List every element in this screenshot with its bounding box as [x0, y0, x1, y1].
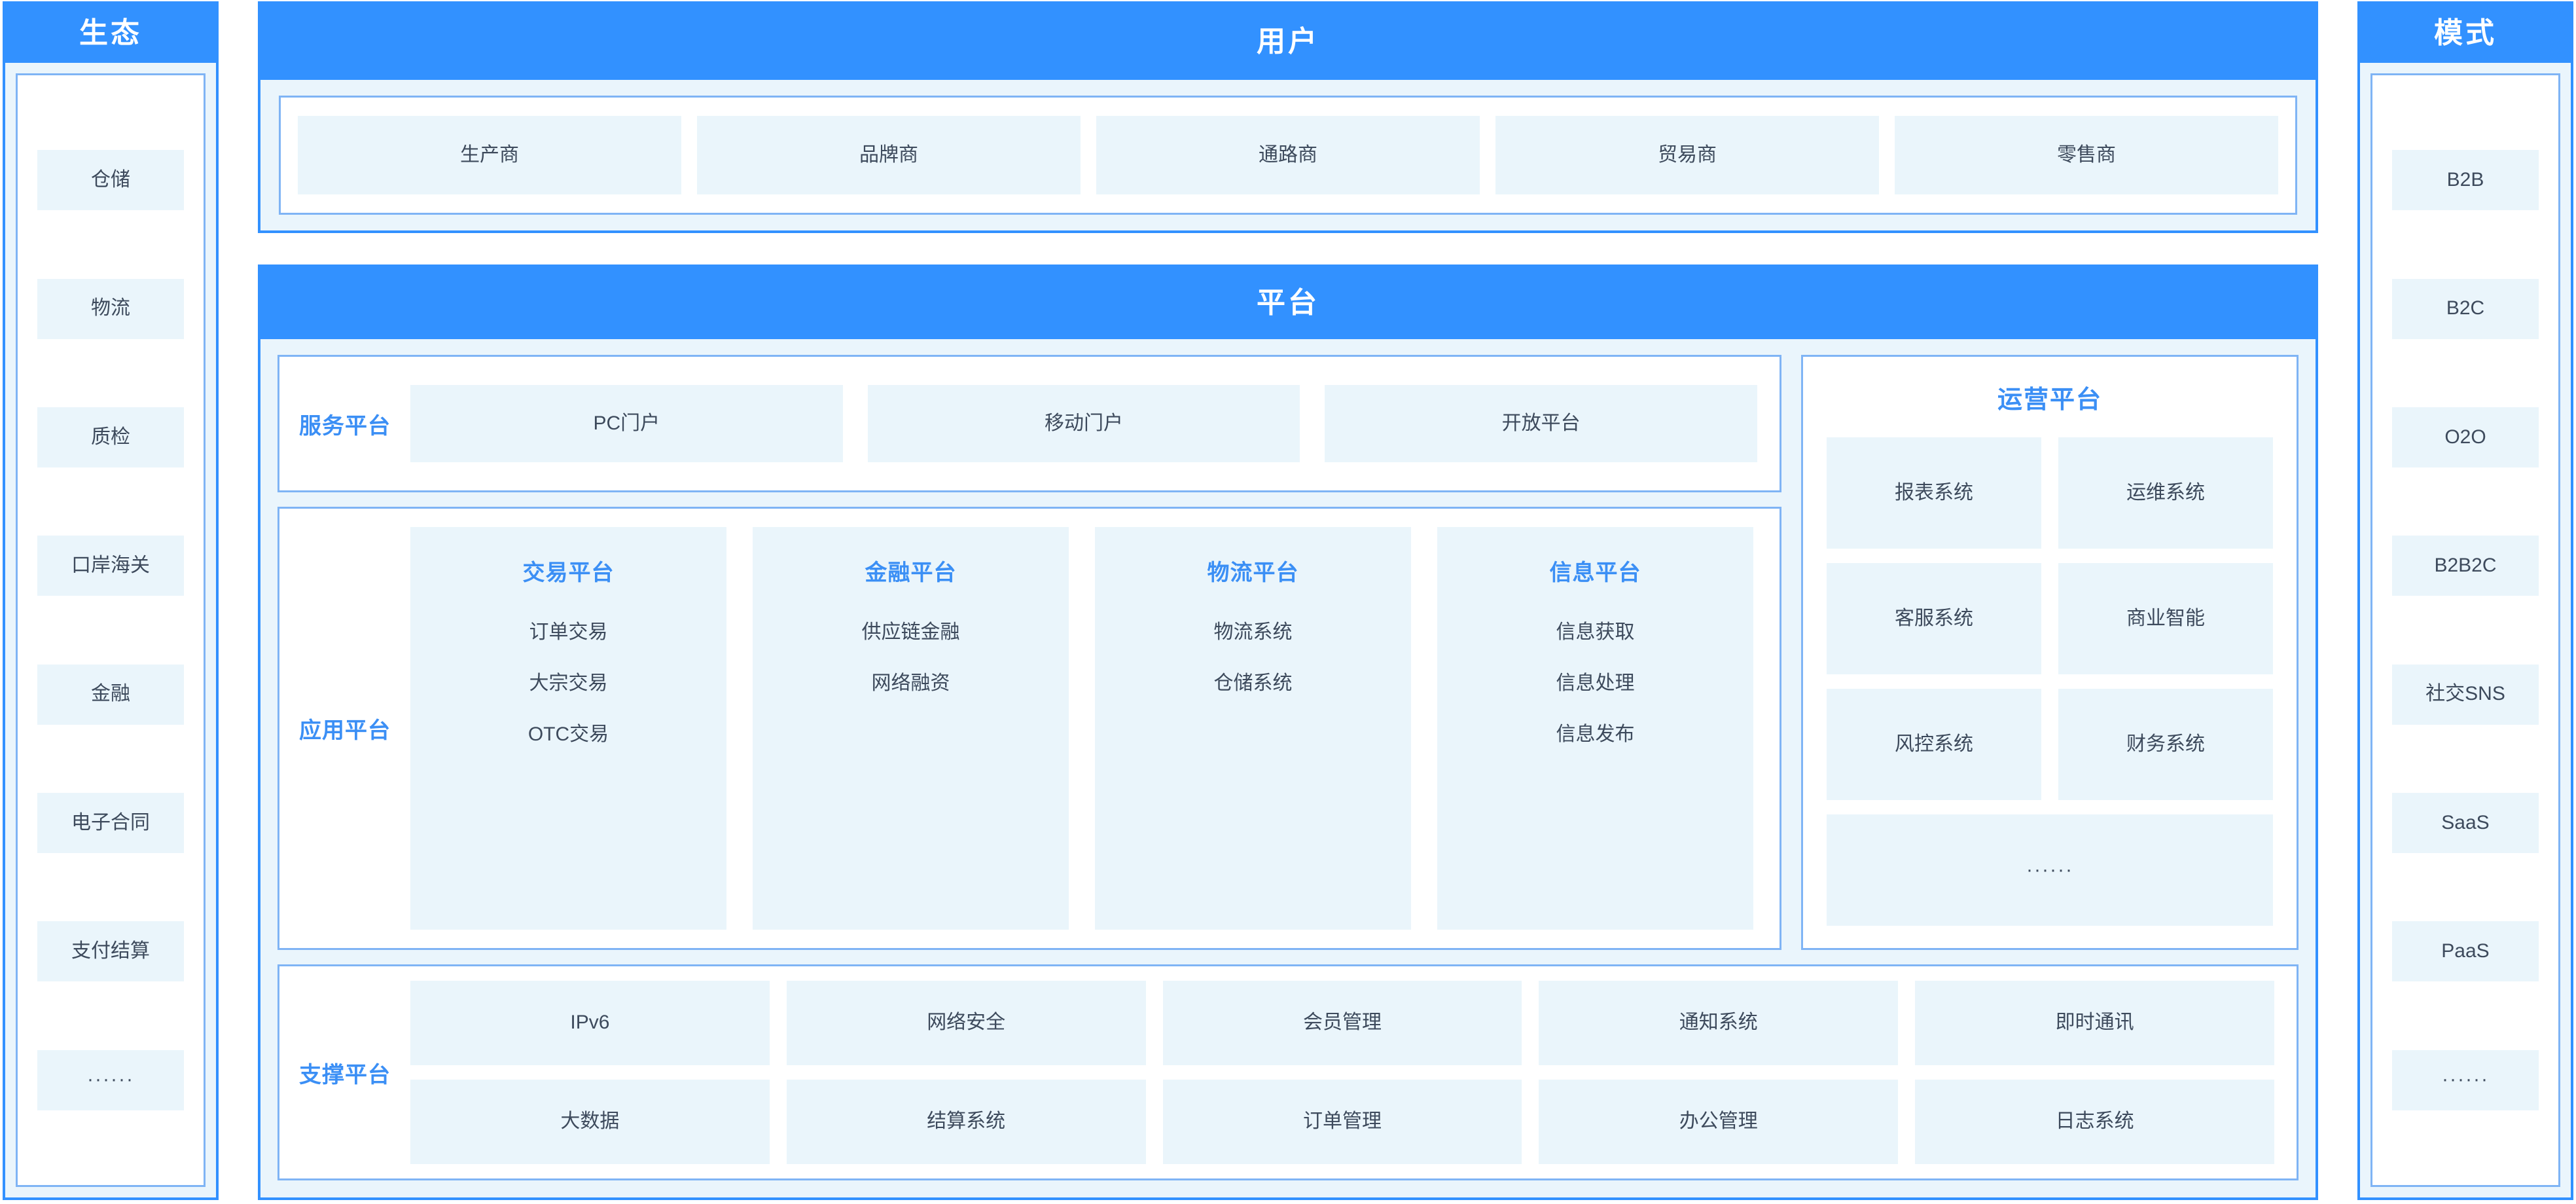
operations-platform-grid: 报表系统 运维系统 客服系统 商业智能 风控系统 财务系统 ······	[1827, 437, 2273, 926]
support-item-log-system[interactable]: 日志系统	[1915, 1080, 2274, 1164]
support-item-instant-messaging[interactable]: 即时通讯	[1915, 981, 2274, 1065]
users-item-brand-owner[interactable]: 品牌商	[697, 116, 1081, 194]
app-item-supply-chain-finance[interactable]: 供应链金融	[861, 621, 960, 643]
platform-title: 平台	[260, 267, 2316, 339]
users-item-channel-distributor[interactable]: 通路商	[1096, 116, 1480, 194]
ecosystem-title: 生态	[5, 4, 216, 63]
app-column-trading-title: 交易平台	[522, 560, 615, 585]
support-platform-rows: IPv6 网络安全 会员管理 通知系统 即时通讯 大数据 结算系统 订单管理 办…	[410, 966, 2297, 1178]
mode-item-b2b[interactable]: B2B	[2392, 150, 2539, 211]
platform-panel: 平台 服务平台 PC门户 移动门户 开放平台	[258, 265, 2318, 1200]
app-item-logistics-system[interactable]: 物流系统	[1213, 621, 1293, 643]
ecosystem-item-payment-settlement[interactable]: 支付结算	[37, 921, 184, 982]
application-platform-section: 应用平台 交易平台 订单交易 大宗交易 OTC交易 金融平台	[277, 507, 1781, 950]
application-platform-columns: 交易平台 订单交易 大宗交易 OTC交易 金融平台 供应链金融 网络融资	[410, 509, 1780, 948]
users-body: 生产商 品牌商 通路商 贸易商 零售商	[260, 80, 2316, 230]
mode-item-b2b2c[interactable]: B2B2C	[2392, 536, 2539, 596]
mode-panel: 模式 B2B B2C O2O B2B2C 社交SNS SaaS PaaS ···…	[2357, 1, 2573, 1200]
ecosystem-card: 仓储 物流 质检 口岸海关 金融 电子合同 支付结算 ······	[16, 73, 206, 1187]
support-item-ipv6[interactable]: IPv6	[410, 981, 770, 1065]
support-item-member-management[interactable]: 会员管理	[1162, 981, 1522, 1065]
operations-platform-section: 运营平台 报表系统 运维系统 客服系统 商业智能 风控系统 财务系统 ·····…	[1801, 355, 2299, 950]
ecosystem-item-econtract[interactable]: 电子合同	[37, 792, 184, 853]
ops-item-report-system[interactable]: 报表系统	[1827, 437, 2041, 549]
app-column-information: 信息平台 信息获取 信息处理 信息发布	[1437, 527, 1753, 930]
app-column-trading: 交易平台 订单交易 大宗交易 OTC交易	[410, 527, 726, 930]
support-item-notification-system[interactable]: 通知系统	[1539, 981, 1899, 1065]
app-column-finance-title: 金融平台	[865, 560, 957, 585]
mode-title: 模式	[2360, 4, 2571, 63]
mode-item-paas[interactable]: PaaS	[2392, 921, 2539, 982]
support-item-settlement-system[interactable]: 结算系统	[786, 1080, 1146, 1164]
ops-item-ops-maintenance-system[interactable]: 运维系统	[2058, 437, 2273, 549]
app-item-otc-trading[interactable]: OTC交易	[528, 723, 609, 745]
app-item-online-financing[interactable]: 网络融资	[871, 672, 950, 694]
service-platform-items: PC门户 移动门户 开放平台	[410, 357, 1780, 490]
app-column-logistics: 物流平台 物流系统 仓储系统	[1095, 527, 1411, 930]
app-column-information-title: 信息平台	[1549, 560, 1641, 585]
support-item-order-management[interactable]: 订单管理	[1162, 1080, 1522, 1164]
ops-item-more[interactable]: ······	[1827, 814, 2273, 926]
support-item-big-data[interactable]: 大数据	[410, 1080, 770, 1164]
users-card: 生产商 品牌商 通路商 贸易商 零售商	[279, 96, 2297, 215]
ecosystem-item-more[interactable]: ······	[37, 1049, 184, 1110]
application-platform-label: 应用平台	[299, 718, 391, 743]
service-platform-label: 服务平台	[299, 413, 391, 439]
users-item-retailer[interactable]: 零售商	[1895, 116, 2278, 194]
users-title: 用户	[260, 4, 2316, 80]
ops-item-customer-service-system[interactable]: 客服系统	[1827, 563, 2041, 674]
mode-item-more[interactable]: ······	[2392, 1049, 2539, 1110]
ops-item-risk-control-system[interactable]: 风控系统	[1827, 689, 2041, 800]
app-item-bulk-trading[interactable]: 大宗交易	[529, 672, 608, 694]
mode-item-saas[interactable]: SaaS	[2392, 792, 2539, 853]
app-item-info-publishing[interactable]: 信息发布	[1556, 723, 1635, 745]
support-platform-section: 支撑平台 IPv6 网络安全 会员管理 通知系统 即时通讯 大数据 结算系统	[277, 964, 2299, 1180]
platform-body: 服务平台 PC门户 移动门户 开放平台 应用平台	[260, 339, 2316, 1197]
operations-platform-region: 运营平台 报表系统 运维系统 客服系统 商业智能 风控系统 财务系统 ·····…	[1801, 355, 2299, 950]
mode-item-o2o[interactable]: O2O	[2392, 407, 2539, 467]
users-item-trader[interactable]: 贸易商	[1495, 116, 1879, 194]
app-column-logistics-title: 物流平台	[1207, 560, 1299, 585]
ecosystem-body: 仓储 物流 质检 口岸海关 金融 电子合同 支付结算 ······	[5, 63, 216, 1197]
platform-upper-left: 服务平台 PC门户 移动门户 开放平台 应用平台	[277, 355, 1781, 950]
operations-platform-title: 运营平台	[1997, 386, 2102, 414]
center-column: 用户 生产商 品牌商 通路商 贸易商 零售商 平台	[258, 1, 2318, 1200]
mode-item-social-sns[interactable]: 社交SNS	[2392, 664, 2539, 725]
ecosystem-item-finance[interactable]: 金融	[37, 664, 184, 725]
users-panel: 用户 生产商 品牌商 通路商 贸易商 零售商	[258, 1, 2318, 233]
support-item-network-security[interactable]: 网络安全	[786, 981, 1146, 1065]
users-item-manufacturer[interactable]: 生产商	[298, 116, 681, 194]
service-platform-section: 服务平台 PC门户 移动门户 开放平台	[277, 355, 1781, 492]
platform-upper-region: 服务平台 PC门户 移动门户 开放平台 应用平台	[277, 355, 2299, 950]
support-platform-label: 支撑平台	[299, 1062, 391, 1087]
mode-item-b2c[interactable]: B2C	[2392, 278, 2539, 339]
ecosystem-item-warehousing[interactable]: 仓储	[37, 150, 184, 211]
app-item-warehouse-system[interactable]: 仓储系统	[1213, 672, 1293, 694]
ecosystem-item-port-customs[interactable]: 口岸海关	[37, 536, 184, 596]
app-item-info-acquisition[interactable]: 信息获取	[1556, 621, 1635, 643]
mode-body: B2B B2C O2O B2B2C 社交SNS SaaS PaaS ······	[2360, 63, 2571, 1197]
ops-item-business-intelligence[interactable]: 商业智能	[2058, 563, 2273, 674]
ecosystem-panel: 生态 仓储 物流 质检 口岸海关 金融 电子合同 支付结算 ······	[3, 1, 219, 1200]
app-item-info-processing[interactable]: 信息处理	[1556, 672, 1635, 694]
ecosystem-item-quality-inspection[interactable]: 质检	[37, 407, 184, 467]
support-row-2: 大数据 结算系统 订单管理 办公管理 日志系统	[410, 1080, 2274, 1164]
service-item-mobile-portal[interactable]: 移动门户	[867, 385, 1300, 462]
app-item-order-trading[interactable]: 订单交易	[529, 621, 608, 643]
ops-item-finance-system[interactable]: 财务系统	[2058, 689, 2273, 800]
ecosystem-item-logistics[interactable]: 物流	[37, 278, 184, 339]
app-column-finance: 金融平台 供应链金融 网络融资	[753, 527, 1069, 930]
service-item-pc-portal[interactable]: PC门户	[410, 385, 843, 462]
support-row-1: IPv6 网络安全 会员管理 通知系统 即时通讯	[410, 981, 2274, 1065]
service-item-open-platform[interactable]: 开放平台	[1325, 385, 1758, 462]
support-item-office-management[interactable]: 办公管理	[1539, 1080, 1899, 1164]
mode-card: B2B B2C O2O B2B2C 社交SNS SaaS PaaS ······	[2370, 73, 2560, 1187]
